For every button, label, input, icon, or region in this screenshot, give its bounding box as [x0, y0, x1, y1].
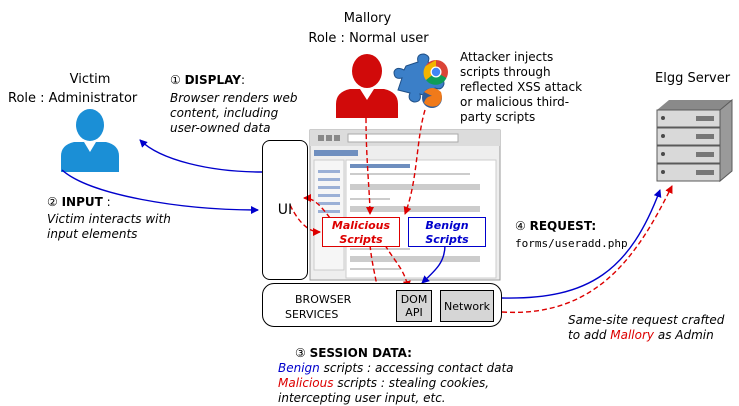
- firefox-logo-icon: [422, 88, 442, 108]
- arrow-ui-to-malicious: [289, 204, 321, 236]
- arrow-network-to-server: [501, 185, 673, 313]
- malicious-scripts-box: Malicious Scripts: [322, 217, 400, 247]
- step2-heading: ② INPUT :: [47, 195, 111, 209]
- mallory-person-icon: [336, 54, 398, 118]
- victim-person-icon: [61, 109, 119, 172]
- elgg-server-icon: [656, 98, 733, 183]
- arrow-mallory-injects: [365, 117, 374, 215]
- arrow-display-to-victim: [139, 139, 263, 173]
- victim-name: Victim: [69, 72, 111, 87]
- ui-label: UI: [277, 202, 293, 218]
- step2-desc: Victim interacts with input elements: [47, 212, 171, 241]
- attacker-note: Attacker injects scripts through reflect…: [460, 50, 583, 124]
- step4-endpoint: forms/useradd.php: [515, 237, 628, 250]
- dom-api-box: DOM API: [396, 290, 432, 322]
- server-title: Elgg Server: [655, 71, 731, 86]
- step1-desc: Browser renders web content, including u…: [170, 91, 298, 135]
- victim-role: Role : Administrator: [8, 91, 138, 106]
- mallory-role: Role : Normal user: [308, 31, 429, 46]
- arrow-benign-to-dom: [421, 244, 446, 284]
- network-box: Network: [440, 290, 494, 322]
- step1-heading: ① DISPLAY:: [170, 73, 245, 87]
- mallory-name: Mallory: [343, 11, 392, 26]
- step3-heading: ③ SESSION DATA:: [295, 346, 412, 360]
- benign-scripts-box: Benign Scripts: [408, 217, 486, 247]
- step4-heading: ④ REQUEST:: [515, 219, 597, 233]
- step3-desc: Benign scripts : accessing contact data …: [278, 361, 514, 405]
- arrow-input-from-victim: [61, 169, 259, 214]
- arrow-third-party-injects: [403, 109, 426, 215]
- chrome-logo-icon: [423, 60, 448, 85]
- ui-box: [262, 140, 308, 280]
- arrow-malicious-to-ui: [303, 194, 331, 219]
- browser-screenshot: [309, 129, 501, 281]
- arrow-request-to-server: [501, 189, 662, 299]
- same-site-note: Same-site request crafted to add Mallory…: [568, 313, 725, 342]
- browser-services-label: BROWSER SERVICES: [285, 293, 352, 321]
